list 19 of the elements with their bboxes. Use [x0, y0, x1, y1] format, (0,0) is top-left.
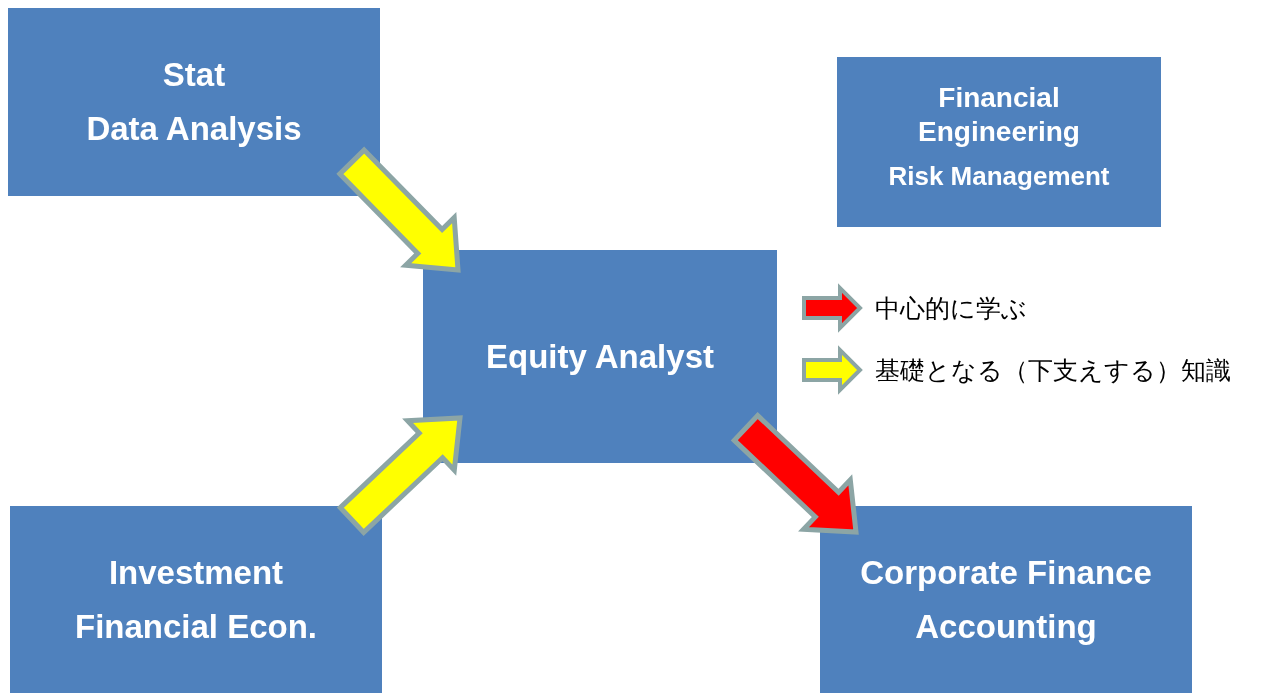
topic-box — [423, 250, 777, 463]
topic-label: Risk Management — [888, 160, 1110, 193]
topic-label: Financial Econ. — [74, 606, 318, 647]
topic-box — [837, 57, 1161, 227]
block-arrow — [336, 415, 463, 536]
block-arrow — [730, 412, 859, 535]
topic-label: Corporate Finance — [860, 552, 1152, 593]
topic-label: Financial Engineering — [917, 81, 1081, 149]
topic-label: Accounting — [915, 606, 1097, 647]
topic-box — [8, 8, 380, 196]
legend-label: 中心的に学ぶ — [875, 293, 1027, 324]
legend-label: 基礎となる（下支えする）知識 — [875, 355, 1231, 386]
topic-label: Data Analysis — [86, 109, 302, 149]
topic-label: Equity Analyst — [486, 336, 714, 377]
topic-box — [10, 506, 382, 693]
topic-label: Stat — [162, 55, 226, 95]
block-arrow — [336, 146, 461, 273]
topic-label: Investment — [108, 552, 284, 593]
topic-box — [820, 506, 1192, 693]
